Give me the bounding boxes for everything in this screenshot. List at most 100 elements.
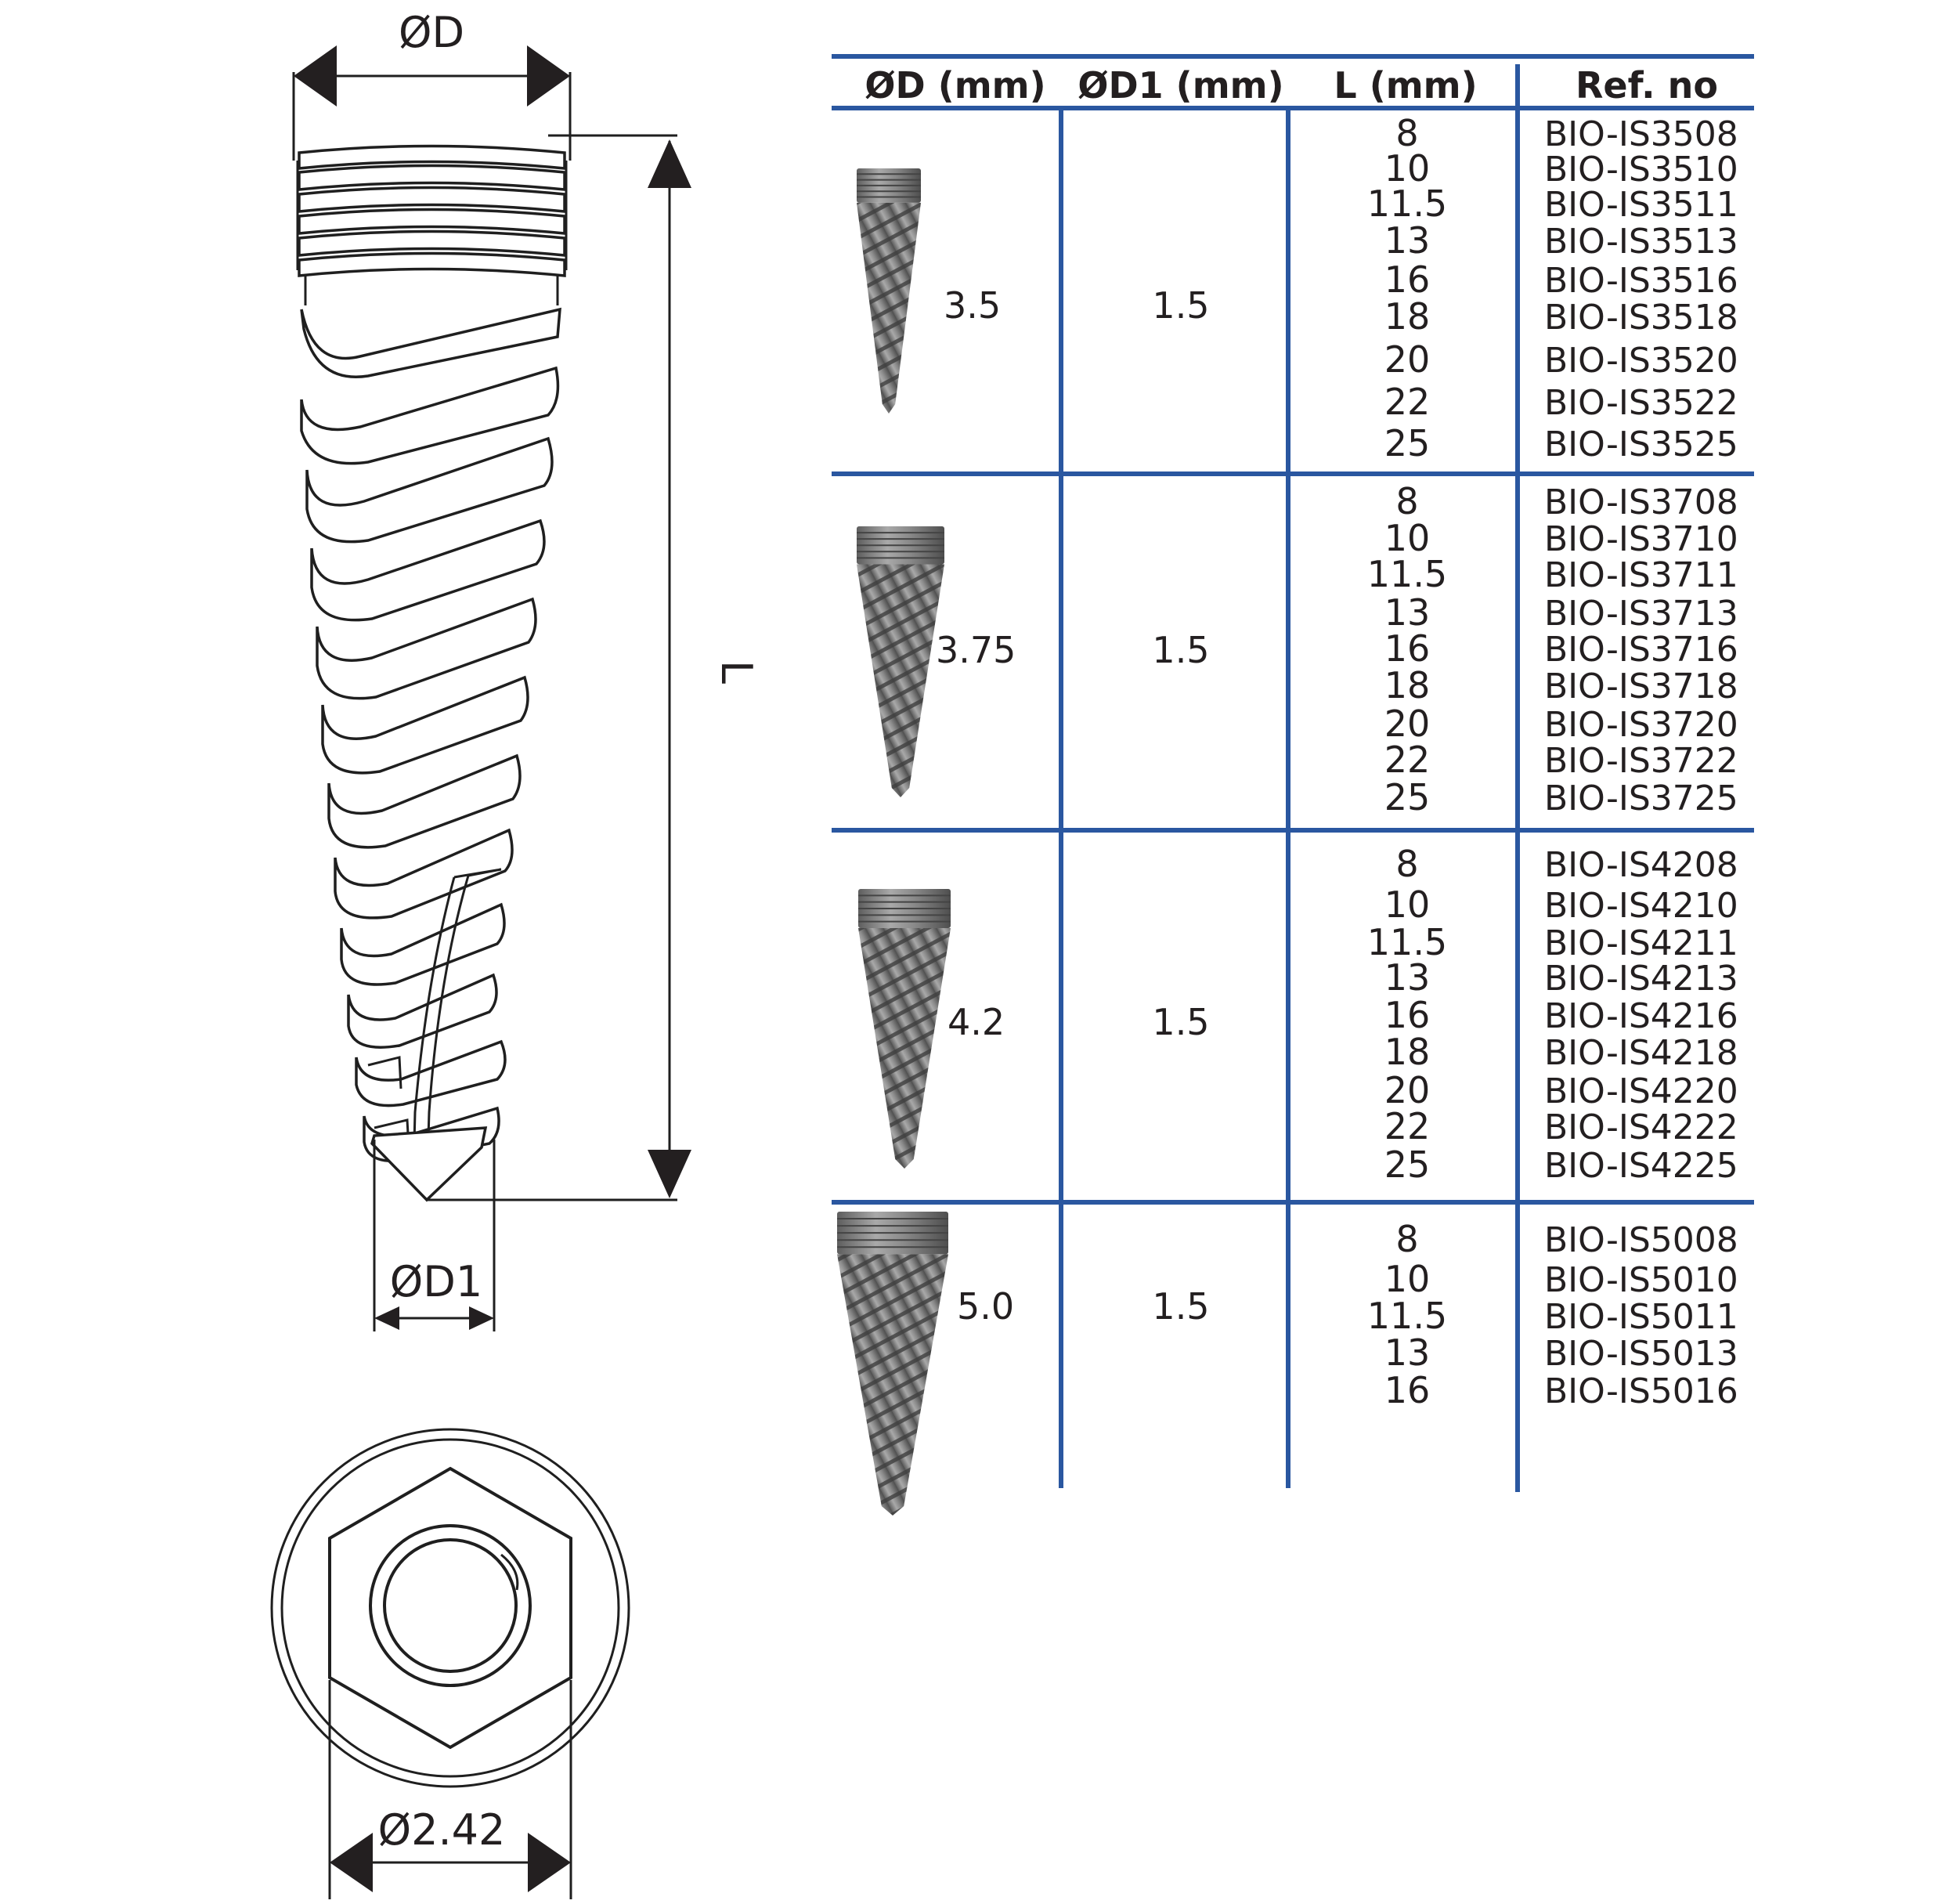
length-value: 22 xyxy=(1384,381,1431,423)
arrow-left-icon xyxy=(374,1306,399,1330)
ref-number: BIO-IS5016 xyxy=(1544,1371,1738,1411)
ref-number: BIO-IS3718 xyxy=(1544,667,1738,706)
ref-number: BIO-IS3516 xyxy=(1544,261,1738,301)
ref-number: BIO-IS5010 xyxy=(1544,1260,1738,1300)
ref-number: BIO-IS3722 xyxy=(1544,741,1738,781)
ref-number: BIO-IS4216 xyxy=(1544,996,1738,1036)
ref-number: BIO-IS3720 xyxy=(1544,705,1738,745)
ref-number: BIO-IS3711 xyxy=(1544,555,1738,595)
ref-number: BIO-IS3518 xyxy=(1544,298,1738,338)
length-dimension: L xyxy=(427,134,761,1201)
length-value: 20 xyxy=(1384,1069,1431,1111)
arrow-up-icon xyxy=(648,139,691,188)
length-value: 22 xyxy=(1384,739,1431,781)
implant-top-view-drawing: Ø2.42 xyxy=(270,1428,630,1899)
ref-number: BIO-IS3510 xyxy=(1544,150,1738,190)
ref-number: BIO-IS5013 xyxy=(1544,1334,1738,1374)
hex-socket-icon xyxy=(328,1466,572,1750)
ref-number: BIO-IS5011 xyxy=(1544,1297,1738,1337)
length-value: 8 xyxy=(1395,1218,1418,1260)
header-tip-diameter: ØD1 (mm) xyxy=(1077,64,1283,107)
length-value: 22 xyxy=(1384,1105,1431,1147)
diameter-value: 3.75 xyxy=(936,629,1016,671)
ref-number: BIO-IS3520 xyxy=(1544,341,1738,381)
ref-number: BIO-IS4218 xyxy=(1544,1033,1738,1073)
arrow-down-icon xyxy=(648,1150,691,1198)
length-value: 16 xyxy=(1384,258,1431,301)
ref-number: BIO-IS3513 xyxy=(1544,222,1738,262)
length-value: 10 xyxy=(1384,883,1431,926)
tip-diameter-value: 1.5 xyxy=(1152,629,1209,671)
length-value: 25 xyxy=(1384,776,1431,818)
length-value: 10 xyxy=(1384,1258,1431,1300)
length-value: 10 xyxy=(1384,517,1431,559)
arrow-left-icon xyxy=(330,1833,373,1892)
length-value: 13 xyxy=(1384,956,1431,999)
ref-number: BIO-IS3508 xyxy=(1544,114,1738,154)
length-label: L xyxy=(712,660,761,684)
length-value: 16 xyxy=(1384,994,1431,1036)
hex-diameter-dimension: Ø2.42 xyxy=(328,1680,572,1899)
length-value: 13 xyxy=(1384,591,1431,634)
length-value: 18 xyxy=(1384,1031,1431,1073)
length-value: 13 xyxy=(1384,219,1431,262)
arrow-right-icon xyxy=(528,1833,571,1892)
length-value: 8 xyxy=(1395,843,1418,885)
ref-number: BIO-IS3716 xyxy=(1544,630,1738,670)
tip-diameter-value: 1.5 xyxy=(1152,284,1209,327)
implant-photo xyxy=(857,526,944,797)
length-value: 18 xyxy=(1384,664,1431,706)
ref-number: BIO-IS3710 xyxy=(1544,519,1738,559)
ref-number: BIO-IS5008 xyxy=(1544,1220,1738,1260)
length-value: 13 xyxy=(1384,1331,1431,1374)
ref-number: BIO-IS4220 xyxy=(1544,1071,1738,1111)
length-value: 8 xyxy=(1395,112,1418,154)
header-diameter: ØD (mm) xyxy=(865,64,1045,107)
diameter-value: 5.0 xyxy=(957,1285,1014,1328)
ref-number: BIO-IS3708 xyxy=(1544,482,1738,522)
arrow-right-icon xyxy=(527,45,570,107)
length-value: 11.5 xyxy=(1367,1295,1447,1337)
implant-photo xyxy=(857,168,921,414)
ref-number: BIO-IS4222 xyxy=(1544,1107,1738,1147)
ref-number: BIO-IS4211 xyxy=(1544,923,1738,963)
length-value: 11.5 xyxy=(1367,553,1447,595)
length-value: 20 xyxy=(1384,703,1431,745)
tip-diameter-value: 1.5 xyxy=(1152,1001,1209,1043)
length-value: 20 xyxy=(1384,338,1431,381)
ref-number: BIO-IS4213 xyxy=(1544,959,1738,999)
implant-photo xyxy=(858,889,951,1169)
diameter-value: 4.2 xyxy=(948,1001,1005,1043)
length-value: 11.5 xyxy=(1367,182,1447,225)
header-length: L (mm) xyxy=(1334,64,1477,107)
ref-number: BIO-IS4210 xyxy=(1544,886,1738,926)
tip-diameter-dimension: ØD1 xyxy=(373,1140,496,1331)
ref-number: BIO-IS3713 xyxy=(1544,594,1738,634)
length-value: 18 xyxy=(1384,295,1431,338)
ref-number: BIO-IS3522 xyxy=(1544,383,1738,423)
implant-photo xyxy=(837,1212,948,1516)
header-ref-no: Ref. no xyxy=(1576,64,1718,107)
length-value: 25 xyxy=(1384,422,1431,464)
length-value: 25 xyxy=(1384,1143,1431,1186)
ref-number: BIO-IS3525 xyxy=(1544,425,1738,464)
arrow-right-icon xyxy=(469,1306,494,1330)
implant-body-outline xyxy=(296,144,568,1202)
tip-diameter-label: ØD1 xyxy=(390,1257,482,1306)
ref-number: BIO-IS4225 xyxy=(1544,1146,1738,1186)
arrow-left-icon xyxy=(294,45,337,107)
ref-number: BIO-IS3725 xyxy=(1544,779,1738,818)
diameter-value: 3.5 xyxy=(944,284,1001,327)
tip-diameter-value: 1.5 xyxy=(1152,1285,1209,1328)
hex-diameter-label: Ø2.42 xyxy=(378,1805,506,1855)
length-value: 16 xyxy=(1384,1369,1431,1411)
ref-number: BIO-IS3511 xyxy=(1544,185,1738,225)
diameter-dimension: ØD xyxy=(292,8,572,161)
